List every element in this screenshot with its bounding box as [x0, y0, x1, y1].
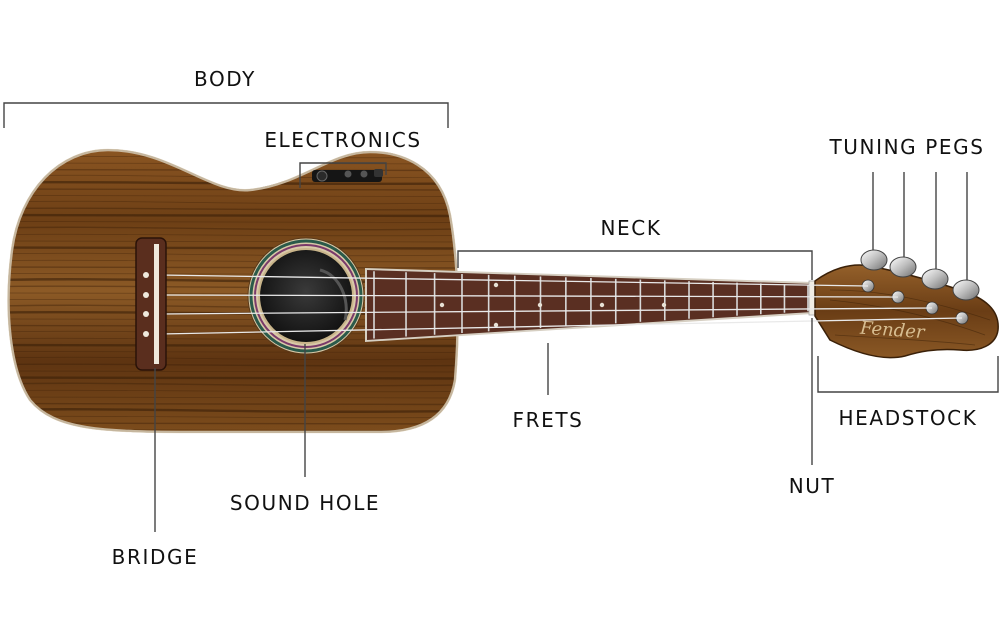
grain-line — [8, 195, 458, 197]
grain-line — [8, 343, 458, 348]
fender-logo: Fender — [858, 318, 926, 344]
headstock-shape: Fender — [814, 264, 999, 359]
grain-line — [8, 363, 458, 367]
wood-grain — [8, 150, 458, 431]
part-labels: BODY ELECTRONICS TUNING PEGS NECK FRETS … — [112, 67, 984, 569]
grain-line — [8, 356, 458, 361]
fret-markers — [439, 282, 667, 328]
headstock-bracket — [817, 356, 999, 393]
label-headstock: HEADSTOCK — [839, 406, 978, 430]
electronics-bracket — [299, 162, 387, 188]
grain-line — [8, 266, 458, 269]
grain-line — [8, 370, 458, 373]
label-nut: NUT — [789, 474, 836, 498]
neck-bracket — [457, 250, 813, 280]
grain-line — [8, 252, 458, 257]
strings — [159, 274, 963, 335]
bridge — [135, 237, 167, 371]
frets — [373, 271, 809, 339]
fret-marker-dot — [537, 302, 543, 308]
body-bracket — [3, 102, 449, 128]
grain-line — [8, 402, 458, 406]
grain-line — [8, 376, 458, 380]
grain-line — [8, 213, 458, 218]
electronics-controls — [312, 169, 383, 182]
label-body: BODY — [194, 67, 256, 91]
label-frets: FRETS — [513, 408, 584, 432]
grain-line — [8, 188, 458, 191]
ukulele-neck — [365, 268, 812, 342]
grain-line — [8, 382, 458, 387]
grain-line — [8, 240, 458, 243]
grain-line — [8, 389, 458, 393]
grain-line — [8, 200, 458, 205]
fret-marker-dot — [661, 302, 667, 308]
ukulele-illustration: Fender — [7, 148, 999, 434]
grain-line — [8, 246, 458, 250]
ukulele-body — [7, 148, 459, 434]
fret-marker-dot — [439, 302, 445, 308]
grain-line — [8, 259, 458, 263]
label-sound-hole: SOUND HOLE — [230, 491, 380, 515]
fret-marker-dot — [599, 302, 605, 308]
label-electronics: ELECTRONICS — [264, 128, 421, 152]
grain-line — [8, 207, 458, 211]
fret-marker-dot — [493, 282, 499, 288]
grain-line — [8, 351, 458, 353]
grain-line — [8, 408, 458, 413]
label-bridge: BRIDGE — [112, 545, 199, 569]
grain-line — [8, 180, 458, 186]
fret-marker-dot — [493, 322, 499, 328]
label-tuning-pegs: TUNING PEGS — [828, 135, 984, 159]
nut — [808, 280, 816, 316]
grain-line — [8, 396, 458, 399]
grain-line — [8, 221, 458, 223]
tuning-peg-knobs — [860, 249, 980, 301]
grain-line — [8, 226, 458, 231]
grain-line — [8, 233, 458, 237]
leader-lines — [3, 102, 999, 532]
label-neck: NECK — [600, 216, 661, 240]
